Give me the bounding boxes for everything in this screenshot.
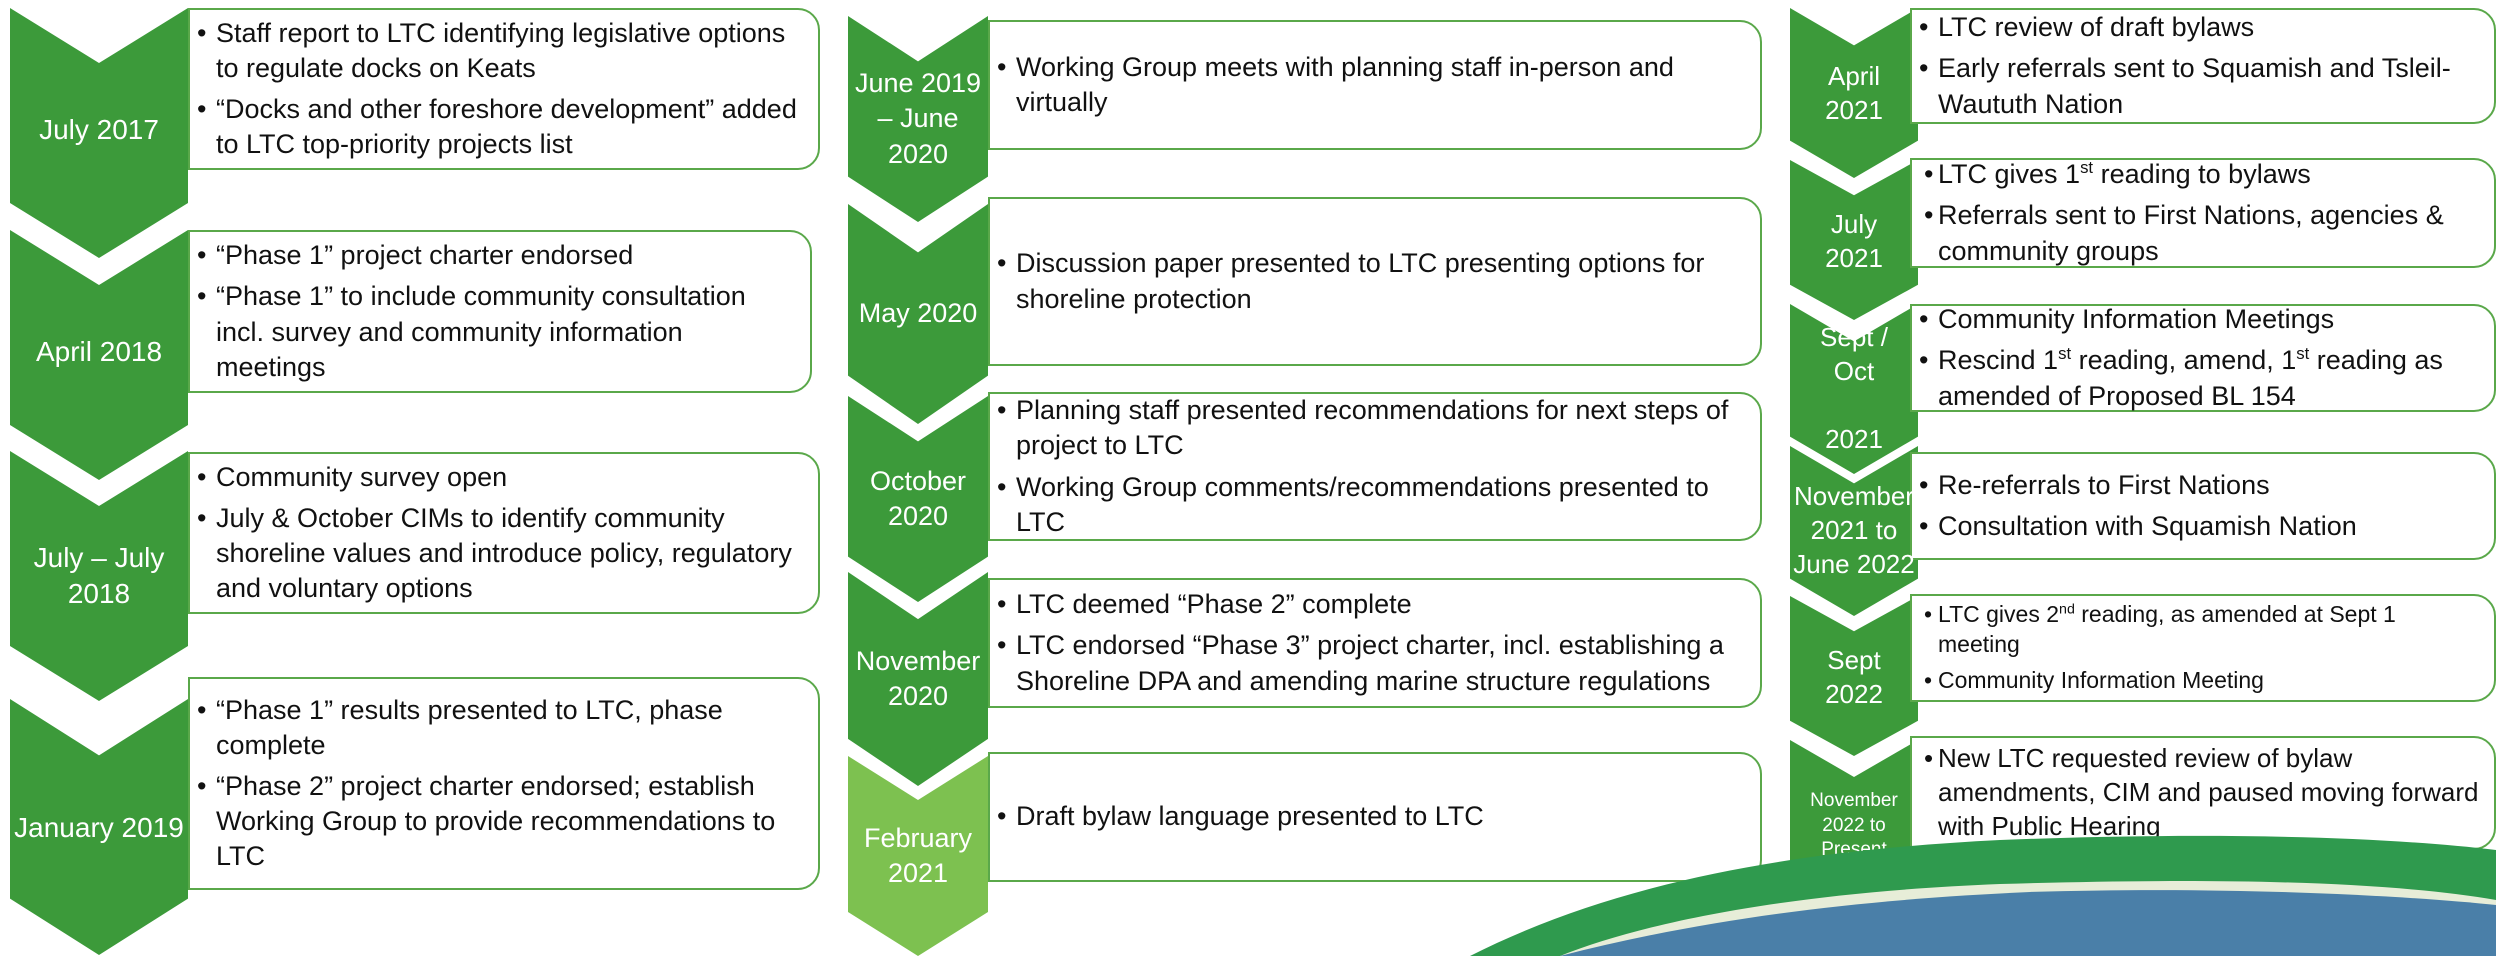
- milestone-date: April 2018: [35, 335, 163, 367]
- milestone-item: LTC deemed “Phase 2” complete: [997, 587, 1748, 622]
- milestone-item: Community Information Meetings: [1919, 302, 2482, 337]
- milestone-box: Draft bylaw language presented to LTC: [988, 752, 1762, 882]
- milestone-list: LTC gives 1st reading to bylawsReferrals…: [1912, 157, 2494, 268]
- milestone-date: January 2019: [14, 811, 184, 843]
- milestone-box: Working Group meets with planning staff …: [988, 20, 1762, 150]
- milestone-box: Discussion paper presented to LTC presen…: [988, 197, 1762, 366]
- milestone-date: November 2020: [855, 645, 981, 711]
- milestone-list: Community Information MeetingsRescind 1s…: [1912, 302, 2494, 413]
- milestone-item: LTC endorsed “Phase 3” project charter, …: [997, 628, 1748, 698]
- milestone-item: Planning staff presented recommendations…: [997, 393, 1748, 463]
- milestone-list: Re-referrals to First NationsConsultatio…: [1912, 468, 2494, 544]
- milestone-item: “Docks and other foreshore development” …: [197, 92, 806, 162]
- milestone-item: Community Information Meeting: [1924, 666, 2482, 696]
- milestone-box: LTC deemed “Phase 2” completeLTC endorse…: [988, 578, 1762, 708]
- milestone-item: Working Group comments/recommendations p…: [997, 470, 1748, 540]
- milestone-list: LTC gives 2nd reading, as amended at Sep…: [1912, 600, 2494, 696]
- milestone-date: July 2017: [39, 113, 159, 145]
- milestone-item: LTC review of draft bylaws: [1919, 10, 2482, 45]
- milestone-date: July – July 2018: [33, 541, 165, 609]
- milestone-list: Draft bylaw language presented to LTC: [990, 799, 1760, 834]
- milestone-item: Rescind 1st reading, amend, 1st reading …: [1919, 343, 2482, 413]
- milestone-item: Staff report to LTC identifying legislat…: [197, 16, 806, 86]
- milestone-list: “Phase 1” project charter endorsed “Phase…: [190, 238, 810, 384]
- milestone-date: May 2020: [858, 298, 978, 329]
- milestone-box: Community survey openJuly & October CIMs…: [188, 452, 820, 614]
- milestone-list: New LTC requested review of bylaw amendm…: [1912, 742, 2494, 843]
- milestone-item: “Phase 2” project charter endorsed; esta…: [197, 769, 806, 874]
- milestone-item: Early referrals sent to Squamish and Tsl…: [1919, 51, 2482, 121]
- milestone-item: July & October CIMs to identify communit…: [197, 501, 806, 606]
- milestone-date: Sept 2022: [1825, 645, 1883, 709]
- milestone-date: November 2021 to June 2022: [1793, 481, 1915, 579]
- milestone-date: June 2019 – June 2020: [854, 68, 982, 169]
- milestone-box: New LTC requested review of bylaw amendm…: [1910, 736, 2496, 850]
- milestone-list: Working Group meets with planning staff …: [990, 50, 1760, 120]
- milestone-list: Staff report to LTC identifying legislat…: [190, 16, 818, 162]
- milestone-list: Planning staff presented recommendations…: [990, 393, 1760, 539]
- milestone-item: “Phase 1” project charter endorsed: [197, 238, 798, 273]
- milestone-item: Consultation with Squamish Nation: [1919, 509, 2482, 544]
- milestone-box: Staff report to LTC identifying legislat…: [188, 8, 820, 170]
- milestone-box: LTC gives 2nd reading, as amended at Sep…: [1910, 594, 2496, 702]
- milestone-list: “Phase 1” results presented to LTC, phas…: [190, 693, 818, 874]
- milestone-item: Re-referrals to First Nations: [1919, 468, 2482, 503]
- milestone-item: Working Group meets with planning staff …: [997, 50, 1748, 120]
- milestone-date: Sept / Oct 2021: [1820, 322, 1888, 454]
- milestone-list: LTC review of draft bylawsEarly referral…: [1912, 10, 2494, 121]
- milestone-date: July 2021: [1825, 209, 1883, 273]
- milestone-box: LTC gives 1st reading to bylawsReferrals…: [1910, 157, 2496, 268]
- milestone-box: Re-referrals to First NationsConsultatio…: [1910, 452, 2496, 560]
- milestone-item: Discussion paper presented to LTC presen…: [997, 246, 1748, 316]
- milestone-list: LTC deemed “Phase 2” completeLTC endorse…: [990, 587, 1760, 698]
- milestone-box: LTC review of draft bylawsEarly referral…: [1910, 8, 2496, 124]
- milestone-date: April 2021: [1825, 61, 1883, 125]
- milestone-box: “Phase 1” project charter endorsed “Phase…: [188, 230, 812, 393]
- milestone-date: February 2021: [863, 822, 973, 888]
- milestone-item: LTC gives 2nd reading, as amended at Sep…: [1924, 600, 2482, 660]
- milestone-item: “Phase 1” to include community consultat…: [197, 279, 798, 384]
- milestone-item: “Phase 1” results presented to LTC, phas…: [197, 693, 806, 763]
- milestone-item: Referrals sent to First Nations, agencie…: [1924, 198, 2482, 268]
- milestone-list: Discussion paper presented to LTC presen…: [990, 246, 1760, 316]
- milestone-item: Community survey open: [197, 460, 806, 495]
- milestone-item: LTC gives 1st reading to bylaws: [1924, 157, 2482, 192]
- milestone-item: New LTC requested review of bylaw amendm…: [1924, 742, 2482, 843]
- milestone-item: Draft bylaw language presented to LTC: [997, 799, 1748, 834]
- milestone-box: “Phase 1” results presented to LTC, phas…: [188, 677, 820, 890]
- milestone-date: October 2020: [869, 465, 967, 531]
- milestone-list: Community survey openJuly & October CIMs…: [190, 460, 818, 606]
- milestone-box: Planning staff presented recommendations…: [988, 392, 1762, 541]
- milestone-box: Community Information MeetingsRescind 1s…: [1910, 302, 2496, 413]
